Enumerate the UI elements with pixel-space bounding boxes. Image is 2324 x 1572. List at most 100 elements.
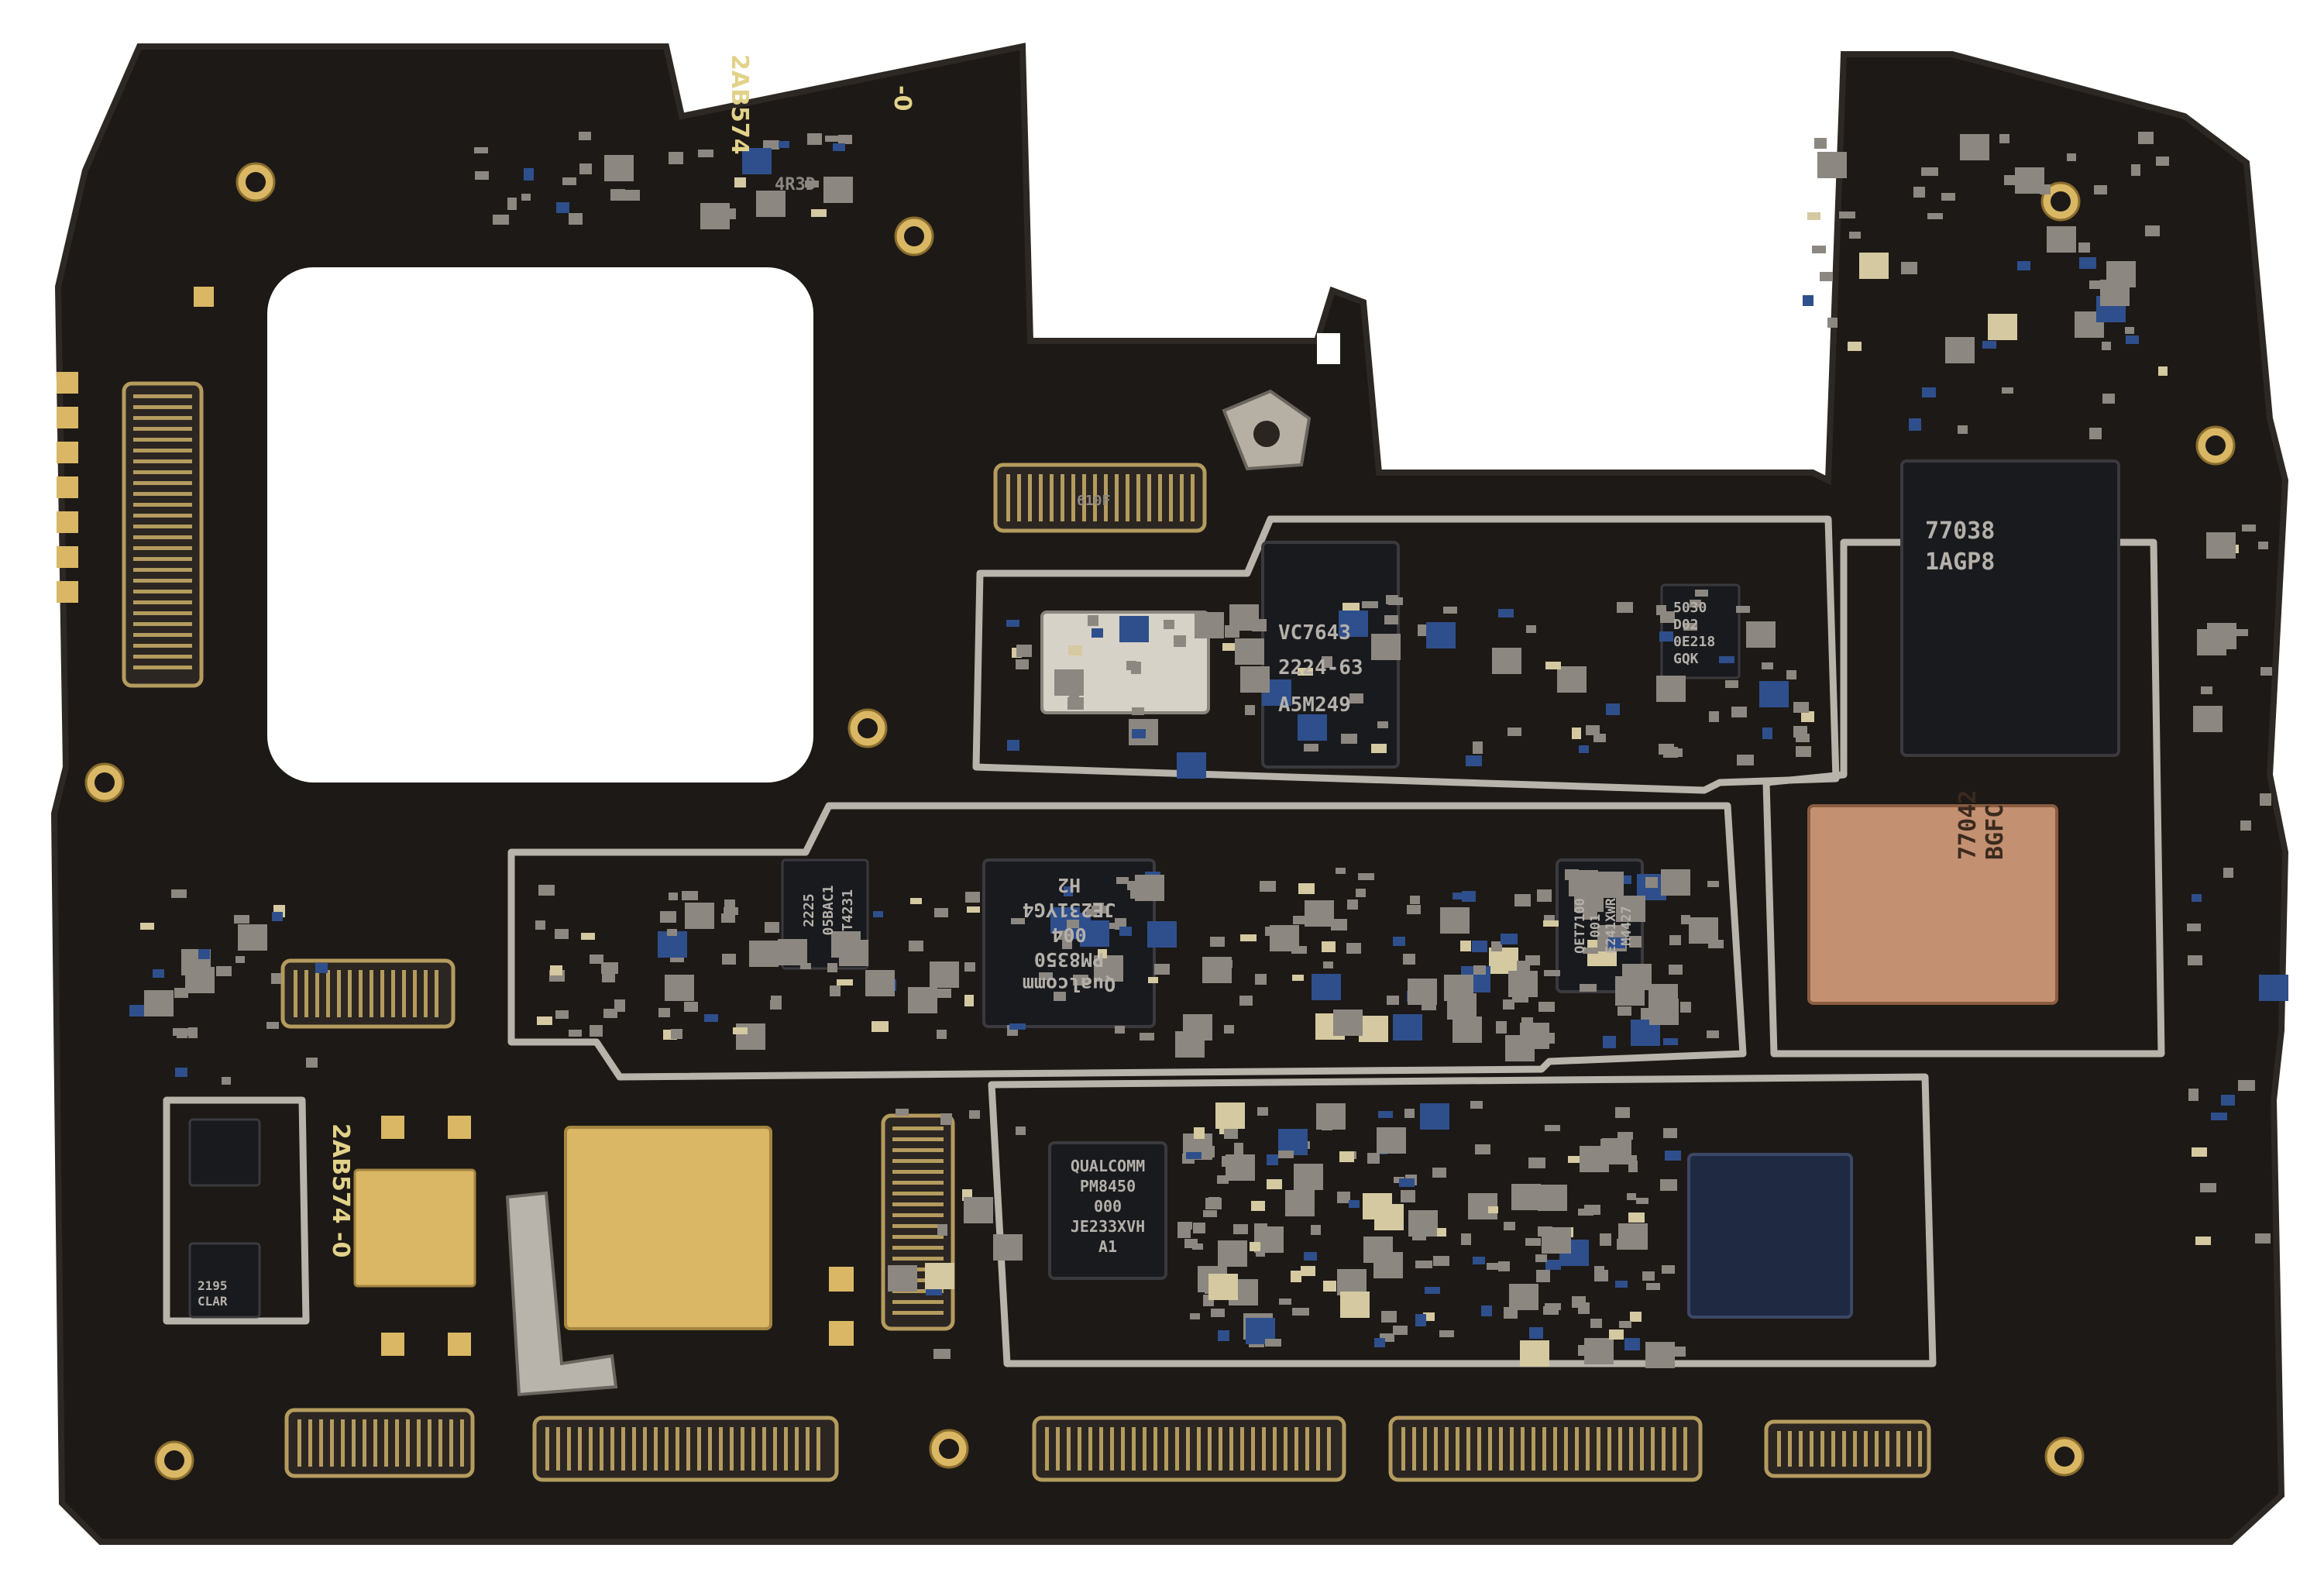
rf-chip-a-line2: 1AGP8	[1925, 549, 1995, 576]
passive-component	[153, 969, 164, 978]
connector-pin	[359, 970, 363, 1017]
passive-component	[1323, 961, 1333, 968]
passive-component	[1208, 1197, 1220, 1208]
passive-component	[763, 140, 779, 150]
connector-pin	[1208, 1427, 1212, 1471]
passive-component	[1618, 1132, 1633, 1140]
passive-component	[724, 907, 738, 915]
passive-component	[1349, 693, 1363, 703]
connector-pin	[892, 1137, 944, 1141]
passive-component	[1224, 1025, 1234, 1034]
connector-pin	[816, 1427, 820, 1471]
connector-pin	[133, 600, 192, 604]
passive-component	[2255, 1233, 2271, 1243]
passive-component	[873, 911, 883, 917]
passive-component	[1331, 919, 1347, 930]
passive-component	[1827, 318, 1838, 328]
passive-component	[1941, 193, 1955, 201]
passive-component	[926, 1288, 942, 1295]
passive-component	[1393, 1326, 1408, 1335]
passive-component	[937, 989, 951, 998]
connector-pin	[1401, 1427, 1405, 1471]
passive-component	[1583, 948, 1598, 954]
connector-pin	[1673, 1427, 1676, 1471]
passive-component	[1356, 889, 1366, 897]
small-chip-a-line1: 5030	[1673, 600, 1707, 616]
passive-component	[2192, 894, 2202, 902]
passive-component	[1381, 1311, 1397, 1323]
connector-pin	[341, 1419, 345, 1467]
passive-component	[778, 939, 807, 965]
passive-component	[2238, 1080, 2255, 1091]
passive-component	[1016, 659, 1029, 669]
connector-pin	[337, 970, 341, 1017]
passive-component	[1618, 1006, 1631, 1016]
pmic-secondary-line2: PM8450	[1080, 1177, 1136, 1195]
passive-component	[2102, 342, 2111, 350]
passive-component	[1447, 993, 1477, 1020]
connector-pin	[1078, 1427, 1081, 1471]
passive-component	[1148, 977, 1158, 983]
passive-component	[700, 203, 730, 229]
passive-component	[1620, 875, 1631, 884]
connector-pin	[665, 1427, 669, 1471]
connector-pin	[1099, 1427, 1103, 1471]
passive-component	[1793, 702, 1809, 713]
passive-component	[1388, 642, 1398, 652]
connector-pin	[133, 644, 192, 648]
passive-component	[271, 973, 281, 984]
connector-pin	[892, 1246, 944, 1250]
passive-component	[1600, 1233, 1611, 1246]
passive-component	[722, 954, 736, 965]
passive-component	[1316, 1103, 1346, 1130]
connector-pin	[676, 1427, 679, 1471]
passive-component	[1080, 920, 1109, 947]
passive-component	[192, 977, 208, 989]
small-label-top: 4R3D	[775, 175, 816, 194]
passive-component	[1848, 342, 1862, 351]
vc-chip-line3: A5M249	[1278, 693, 1351, 717]
passive-component	[1378, 1247, 1391, 1257]
shield-frames	[163, 515, 2165, 1367]
connector-pin	[1586, 1427, 1590, 1471]
passive-component	[1126, 661, 1136, 670]
connector-pin	[1875, 1431, 1879, 1467]
passive-component	[1982, 341, 1996, 349]
passive-component	[1403, 954, 1415, 965]
passive-component	[1814, 138, 1827, 149]
passive-component	[1240, 934, 1257, 941]
passive-component	[1432, 1168, 1446, 1178]
connector-pin	[330, 1419, 334, 1467]
passive-component	[1535, 1254, 1547, 1262]
passive-component	[1630, 1312, 1642, 1322]
passive-component	[1377, 721, 1388, 728]
passive-component	[1603, 1036, 1616, 1048]
passive-component	[1719, 656, 1734, 663]
connector-pin	[741, 1427, 744, 1471]
passive-component	[1491, 941, 1502, 951]
connector-pin	[1799, 1431, 1803, 1467]
passive-component	[555, 1010, 569, 1019]
connector-pin	[1466, 1427, 1470, 1471]
connector-pin	[1191, 474, 1195, 521]
passive-component	[1098, 949, 1107, 958]
passive-component	[1649, 999, 1679, 1025]
passive-component	[1408, 1210, 1438, 1237]
passive-component	[1278, 1151, 1294, 1158]
passive-component	[2193, 706, 2223, 732]
passive-components	[129, 132, 2288, 1368]
connector-pin	[133, 503, 192, 507]
passive-component	[684, 1002, 698, 1012]
passive-component	[908, 987, 937, 1013]
connector-pin	[1305, 1427, 1309, 1471]
passive-component	[1501, 934, 1518, 944]
passive-component	[1452, 1016, 1482, 1043]
connector-pin	[1907, 1431, 1911, 1467]
passive-component	[888, 1265, 917, 1292]
connector-pin	[308, 1419, 312, 1467]
passive-component	[1568, 1156, 1580, 1163]
passive-component	[1442, 907, 1455, 918]
connector-pin	[892, 1224, 944, 1228]
passive-component	[1107, 923, 1118, 929]
connector-pin	[373, 1419, 377, 1467]
